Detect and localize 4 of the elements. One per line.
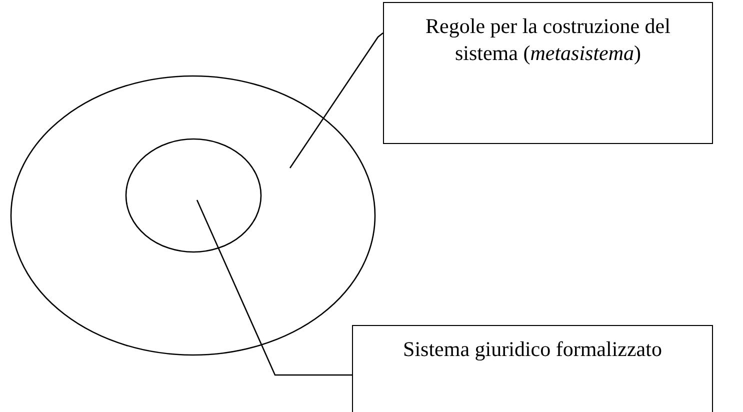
text-box: Sistema giuridico formalizzato — [352, 325, 713, 412]
text-box: Regole per la costruzione del sistema (metasistema) — [383, 2, 713, 144]
leader-line — [196, 200, 352, 376]
leader-line — [289, 32, 384, 168]
